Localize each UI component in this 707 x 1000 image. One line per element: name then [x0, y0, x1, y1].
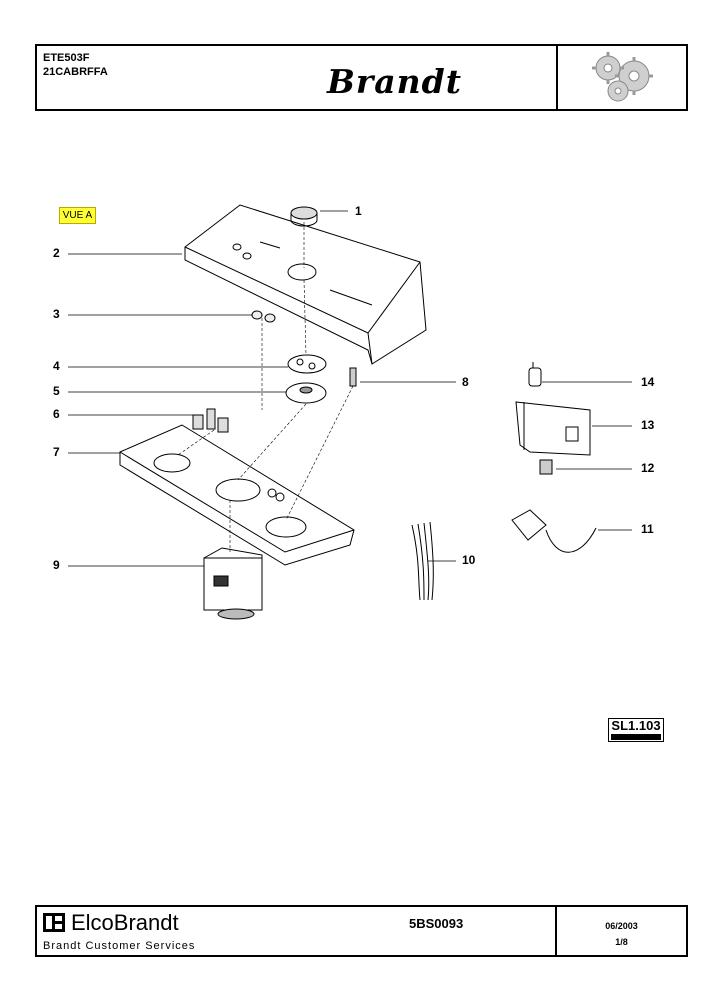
callout-14: 14 — [641, 375, 655, 389]
part-buttons — [251, 310, 276, 323]
company-subtitle: Brandt Customer Services — [43, 940, 196, 952]
reference-code: SL1.103 — [611, 718, 661, 733]
callout-4: 4 — [53, 359, 60, 373]
part-wire-harness — [411, 521, 434, 601]
part-connector — [539, 459, 553, 475]
view-label: VUE A — [59, 207, 96, 224]
footer-left-cell: ElcoBrandt Brandt Customer Services 5BS0… — [37, 907, 555, 955]
title-block-header: ETE503F 21CABRFFA Brandt — [35, 44, 688, 111]
callout-13: 13 — [641, 418, 655, 432]
title-block-footer: ElcoBrandt Brandt Customer Services 5BS0… — [35, 905, 688, 957]
callout-8: 8 — [462, 375, 469, 389]
part-bracket — [515, 401, 591, 456]
part-motor-unit — [203, 547, 263, 620]
callout-5: 5 — [53, 384, 60, 398]
callout-1: 1 — [355, 204, 362, 218]
document-date: 06/2003 — [605, 921, 638, 931]
part-capacitor — [528, 362, 542, 387]
callout-7: 7 — [53, 445, 60, 459]
product-code: 21CABRFFA — [43, 66, 108, 78]
header-left-cell: ETE503F 21CABRFFA Brandt — [37, 46, 556, 109]
callout-3: 3 — [53, 307, 60, 321]
part-disc — [287, 354, 327, 374]
gears-icon — [592, 52, 653, 102]
part-base-plate — [119, 424, 355, 566]
callout-12: 12 — [641, 461, 655, 475]
part-power-cord — [511, 509, 597, 553]
part-switches — [192, 408, 229, 433]
brand-logo: Brandt — [327, 62, 462, 101]
model-code: ETE503F — [43, 52, 90, 64]
header-image-cell — [556, 46, 686, 109]
part-rotary-plate — [285, 382, 327, 404]
part-knob — [290, 206, 318, 227]
elcobrandt-logo-icon — [43, 913, 65, 932]
page-number: 1/8 — [615, 937, 628, 947]
callout-2: 2 — [53, 246, 60, 260]
reference-badge: SL1.103 — [608, 718, 664, 742]
part-top-cover — [184, 204, 427, 365]
callout-10: 10 — [462, 553, 476, 567]
company-name: ElcoBrandt — [71, 910, 179, 935]
callout-6: 6 — [53, 407, 60, 421]
callout-9: 9 — [53, 558, 60, 572]
document-code: 5BS0093 — [409, 916, 464, 931]
footer-right-cell: 06/2003 1/8 — [555, 907, 686, 955]
callout-11: 11 — [641, 522, 654, 536]
reference-bar — [611, 734, 661, 740]
part-pin — [349, 367, 357, 387]
